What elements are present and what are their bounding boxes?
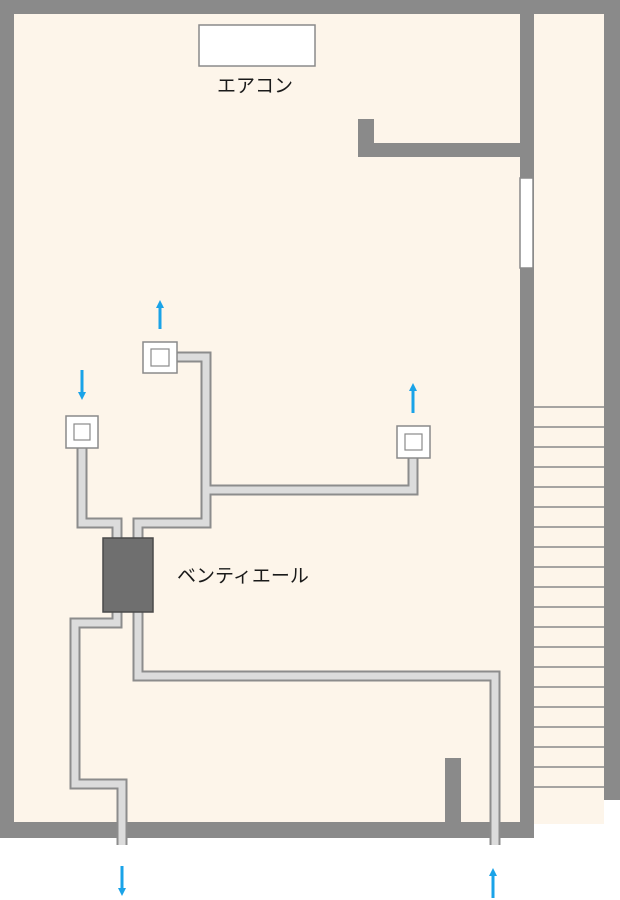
wall-stub-bottom [445,758,461,822]
wall-right [604,0,620,800]
ventilation-unit-label: ベンティエール [177,565,309,587]
air-conditioner-label: エアコン [217,75,294,97]
airflow-arrows [78,300,497,898]
square-grille-icon [396,425,431,459]
air-conditioner-unit [198,24,316,67]
ducts [71,353,499,845]
return-duct [78,448,121,540]
wall-closet-stub [358,119,374,157]
intake-duct-outdoor [134,610,499,845]
wall-bottom [0,822,534,838]
stair-hall-floor [534,14,604,824]
exhaust-duct-outdoor [71,610,126,845]
wall-partition [520,0,534,838]
wall-closet-horizontal [358,143,520,157]
wall-left [0,0,14,838]
ventilation-unit-body [102,537,154,613]
wall-top [0,0,620,14]
staircase [534,406,604,788]
partition-window [519,177,534,269]
square-grille-icon [65,415,99,449]
square-grille-icon [142,341,178,374]
supply-duct-branch [134,490,210,540]
